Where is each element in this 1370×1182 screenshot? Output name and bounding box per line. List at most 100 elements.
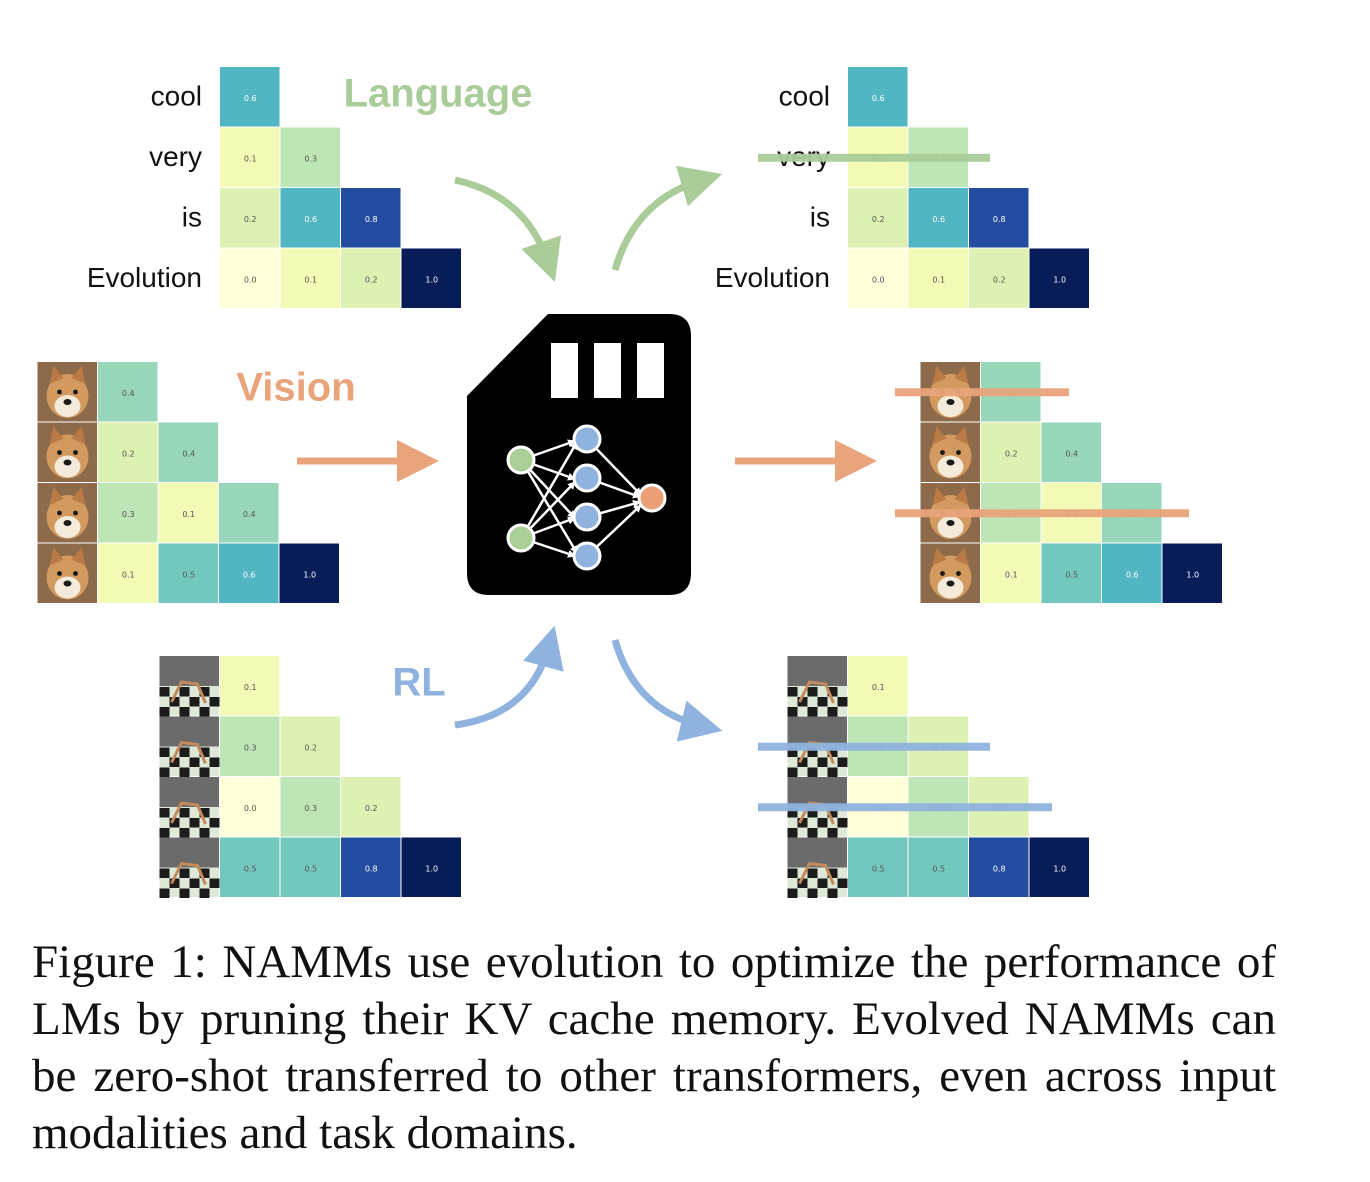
token-label: Evolution: [87, 262, 202, 293]
rl-label: RL: [392, 661, 445, 705]
attention-value: 1.0: [425, 864, 438, 873]
rl-robot-thumbnail: [787, 716, 848, 777]
attention-cell: [158, 422, 218, 482]
attention-cell: [908, 248, 968, 308]
attention-value: 0.2: [365, 275, 378, 284]
attention-value: 0.5: [182, 570, 195, 579]
attention-cell: [158, 483, 218, 543]
attention-cell: [280, 716, 340, 776]
rl-robot-thumbnail: [159, 837, 220, 898]
rl-robot-thumbnail: [787, 656, 848, 717]
attention-cell: [219, 543, 279, 603]
attention-value: 0.1: [1005, 570, 1018, 579]
dog-photo-thumbnail: [37, 422, 97, 482]
attention-cell: [280, 127, 340, 187]
attention-value: 0.1: [304, 275, 317, 284]
rl-out-arrow: [611, 639, 723, 742]
attention-value: 0.6: [244, 94, 257, 103]
attention-cell: [341, 248, 401, 308]
attention-value: 0.2: [1005, 449, 1018, 458]
attention-cell: [341, 188, 401, 248]
attention-value: 0.3: [304, 154, 317, 163]
attention-cell: [280, 248, 340, 308]
attention-cell: [848, 188, 908, 248]
attention-cell: [341, 777, 401, 837]
attention-value: 0.0: [244, 275, 257, 284]
attention-value: 1.0: [1186, 570, 1199, 579]
rl-robot-thumbnail: [159, 656, 220, 717]
token-label: cool: [779, 81, 830, 112]
attention-value: 0.2: [304, 743, 317, 752]
attention-cell: [848, 248, 908, 308]
dog-photo-thumbnail: [920, 422, 980, 482]
attention-value: 0.5: [1065, 570, 1078, 579]
language-label: Language: [344, 72, 533, 116]
attention-cell: [401, 248, 461, 308]
attention-value: 0.1: [122, 570, 135, 579]
attention-value: 0.1: [244, 154, 257, 163]
attention-value: 1.0: [1053, 864, 1066, 873]
dog-photo-thumbnail: [920, 543, 980, 603]
attention-cell: [341, 837, 401, 897]
token-label: cool: [151, 81, 202, 112]
attention-cell: [220, 67, 280, 127]
attention-cell: [158, 543, 218, 603]
attention-value: 0.6: [304, 215, 317, 224]
token-label: very: [149, 141, 202, 172]
attention-cell: [401, 837, 461, 897]
token-label: is: [182, 202, 202, 233]
attention-panel-lang-after: cool0.6very0.10.3is0.20.60.8Evolution0.0…: [715, 67, 1089, 308]
attention-value: 0.5: [304, 864, 317, 873]
attention-cell: [279, 543, 339, 603]
attention-cell: [220, 188, 280, 248]
attention-value: 0.1: [932, 275, 945, 284]
attention-value: 0.5: [872, 864, 885, 873]
attention-value: 0.1: [244, 683, 257, 692]
attention-value: 0.1: [182, 510, 195, 519]
dog-photo-thumbnail: [37, 483, 97, 543]
attention-cell: [848, 656, 908, 716]
attention-cell: [98, 543, 158, 603]
attention-cell: [280, 188, 340, 248]
attention-value: 0.2: [872, 215, 885, 224]
attention-cell: [1102, 543, 1162, 603]
attention-value: 0.2: [993, 275, 1006, 284]
attention-cell: [848, 837, 908, 897]
attention-cell: [220, 777, 280, 837]
attention-value: 0.6: [1126, 570, 1139, 579]
attention-cell: [1041, 422, 1101, 482]
attention-cell: [280, 777, 340, 837]
attention-cell: [908, 188, 968, 248]
attention-value: 0.8: [993, 215, 1006, 224]
dog-photo-thumbnail: [37, 543, 97, 603]
attention-value: 0.5: [932, 864, 945, 873]
neural-network-icon: [506, 424, 667, 571]
attention-value: 0.6: [872, 94, 885, 103]
attention-cell: [220, 656, 280, 716]
token-label: is: [810, 202, 830, 233]
attention-value: 0.0: [872, 275, 885, 284]
attention-cell: [219, 483, 279, 543]
attention-cell: [908, 837, 968, 897]
attention-cell: [1029, 248, 1089, 308]
attention-value: 0.2: [244, 215, 257, 224]
attention-cell: [848, 67, 908, 127]
rl-in-arrow: [454, 625, 564, 729]
token-label: Evolution: [715, 262, 830, 293]
attention-value: 0.8: [993, 864, 1006, 873]
attention-value: 0.3: [122, 510, 135, 519]
attention-cell: [981, 422, 1041, 482]
attention-cell: [981, 543, 1041, 603]
attention-value: 1.0: [303, 570, 316, 579]
attention-value: 0.3: [244, 743, 257, 752]
dog-photo-thumbnail: [37, 362, 97, 422]
vision-label: Vision: [236, 366, 355, 410]
rl-robot-thumbnail: [787, 837, 848, 898]
attention-cell: [220, 248, 280, 308]
attention-value: 0.8: [365, 215, 378, 224]
rl-robot-thumbnail: [159, 716, 220, 777]
attention-cell: [280, 837, 340, 897]
attention-value: 0.3: [304, 804, 317, 813]
